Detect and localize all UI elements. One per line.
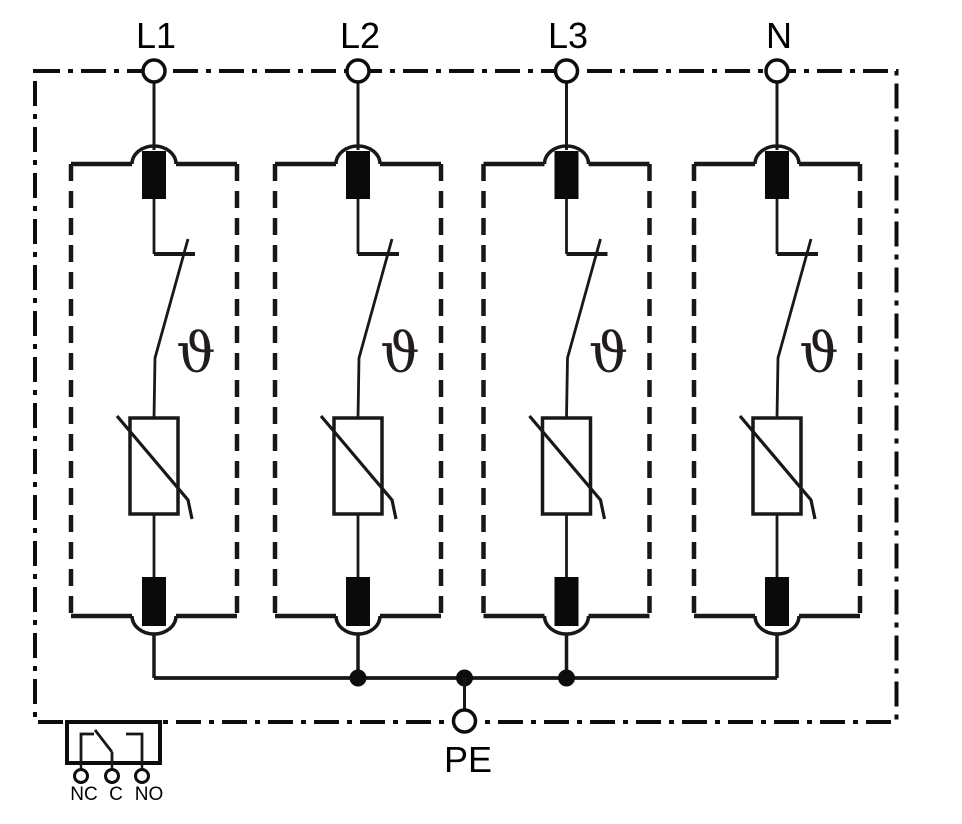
remote-signalling-contact: NC C NO: [65, 720, 164, 805]
no-fixed-contact-line: [126, 732, 144, 763]
terminal-NC-label: NC: [70, 784, 97, 805]
branch-N: N: [694, 15, 860, 678]
terminal-N-circle: [764, 58, 790, 84]
terminal-L3-circle: [553, 58, 580, 84]
spd-module-L3: [484, 82, 650, 678]
terminal-N-label: N: [766, 15, 792, 56]
terminal-L2-label: L2: [340, 15, 380, 56]
terminal-C-circle: [104, 768, 120, 784]
terminal-L3-label: L3: [548, 15, 588, 56]
terminal-PE-circle: [451, 708, 478, 734]
pe-terminal: PE: [444, 678, 492, 780]
terminal-L2-circle: [345, 58, 371, 84]
terminal-NC-circle: [73, 768, 89, 784]
spd-module-L1: [71, 82, 237, 678]
terminal-L1-label: L1: [136, 15, 176, 56]
nc-fixed-contact-line: [79, 732, 94, 763]
terminal-L1-circle: [141, 58, 167, 84]
branch-L3: L3: [484, 15, 650, 678]
terminal-NO-circle: [134, 768, 150, 784]
junction-dot-L2: [349, 669, 367, 687]
junction-dot-L3: [558, 669, 575, 687]
remote-contact-box: [65, 720, 162, 765]
spd-module-N: [694, 82, 860, 678]
terminal-PE-label: PE: [444, 739, 492, 780]
terminal-C-label: C: [109, 784, 123, 805]
spd-module-L2: [275, 82, 441, 678]
terminal-NO-label: NO: [135, 784, 164, 805]
branch-L1: L1: [71, 15, 237, 678]
changeover-blade-icon: [93, 729, 114, 753]
branch-L2: L2: [275, 15, 441, 678]
